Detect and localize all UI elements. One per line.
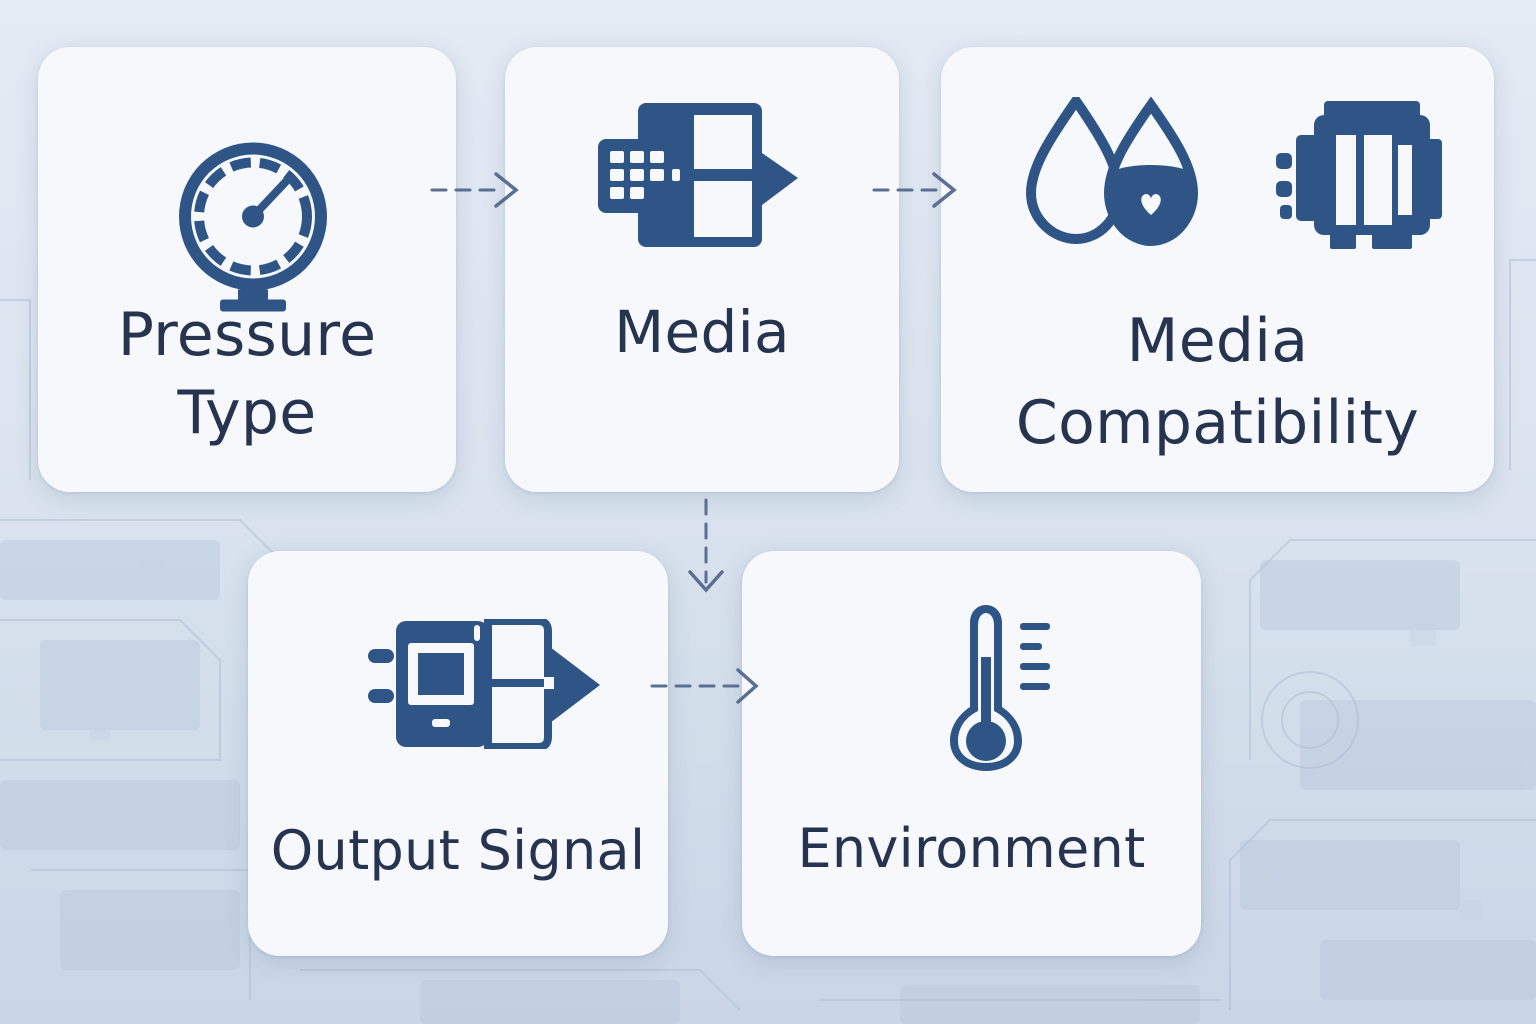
step-label: Media [614,298,790,366]
step-label: Output Signal [270,819,646,882]
output-transmitter-icon [368,619,600,749]
step-label: Environment [797,817,1146,880]
pressure-gauge-icon [179,142,327,312]
liquid-drops-icon [1025,97,1199,247]
step-label-line-1: Media [1126,306,1309,376]
media-sensor-icon [598,103,798,247]
step-card-environment: Environment [742,551,1201,956]
thermometer-icon [950,605,1050,771]
step-card-pressure-type: Pressure Type [38,47,456,492]
step-card-output-signal: Output Signal [248,551,668,956]
sensor-module-icon [1276,101,1442,249]
step-card-media: Media [505,47,899,492]
step-label-line-2: Compatibility [1015,388,1420,458]
step-card-media-compatibility: Media Compatibility [941,47,1494,492]
step-label-line-2: Type [177,378,317,448]
step-label-line-1: Pressure [117,300,377,370]
